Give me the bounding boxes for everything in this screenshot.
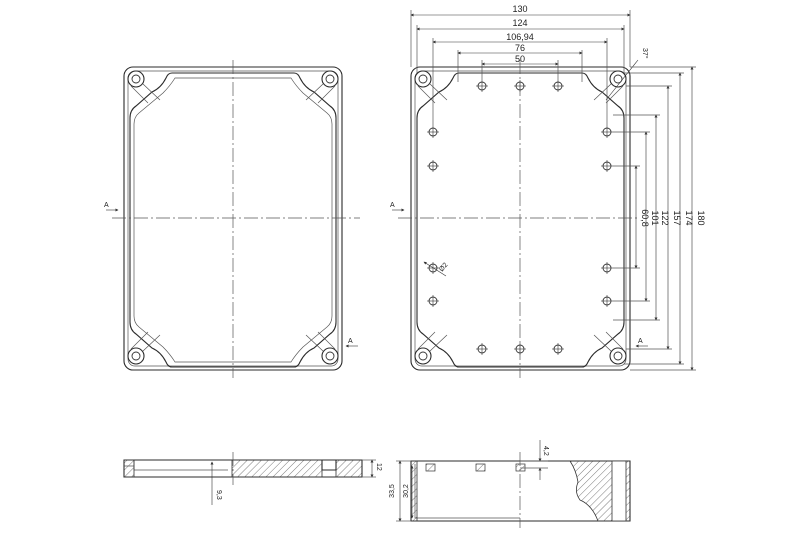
vertical-dimensions: 180 174 157 122 101 60,8 Ø2: [423, 66, 706, 371]
right-section-view: 33,5 30,2 4,2: [389, 440, 631, 528]
dim-angle-37: 37°: [641, 48, 649, 59]
section-marker-left-b: A: [348, 338, 353, 345]
right-plan-view: A A 130 124 106,94 76 50 37: [390, 4, 706, 378]
dim-hole-diameter: Ø2: [438, 262, 449, 274]
mounting-hole: [427, 295, 439, 307]
dim-130: 130: [512, 4, 527, 14]
corner-boss-br-r: [593, 331, 627, 365]
dim-157: 157: [672, 210, 682, 225]
corner-boss-br: [305, 331, 339, 365]
mounting-hole: [476, 80, 488, 92]
left-plan-view: A A: [104, 60, 360, 378]
mounting-hole: [601, 126, 613, 138]
corner-boss-tr: [305, 70, 339, 104]
dim-106-94: 106,94: [506, 32, 534, 42]
corner-boss-bl: [127, 331, 161, 365]
corner-boss-bl-r: [414, 331, 448, 365]
left-section-view: 12 9,3: [123, 452, 382, 505]
dim-174: 174: [684, 210, 694, 225]
section-marker-right-b: A: [638, 338, 643, 345]
section-marker-right: A: [390, 202, 395, 209]
dim-124: 124: [512, 18, 527, 28]
mounting-hole: [552, 343, 564, 355]
section-marker-left: A: [104, 202, 109, 209]
mounting-hole: [552, 80, 564, 92]
corner-boss-tr-r: [593, 70, 627, 104]
dim-33-5: 33,5: [389, 484, 396, 498]
mounting-holes: [427, 80, 613, 355]
dim-4-2: 4,2: [542, 446, 549, 456]
corner-boss-tl: [127, 70, 161, 104]
mounting-hole: [427, 126, 439, 138]
dim-180: 180: [696, 210, 706, 225]
dim-122: 122: [660, 210, 670, 225]
dim-9-3: 9,3: [215, 490, 222, 500]
dim-101: 101: [650, 210, 660, 225]
corner-boss-tl-r: [414, 70, 448, 104]
dim-76: 76: [515, 43, 525, 53]
mounting-hole: [601, 160, 613, 172]
dim-12: 12: [375, 463, 382, 471]
mounting-hole: [427, 160, 439, 172]
dim-30-2: 30,2: [403, 484, 410, 498]
dim-50: 50: [515, 54, 525, 64]
mounting-hole: [476, 343, 488, 355]
mounting-hole: [601, 262, 613, 274]
dim-60-8: 60,8: [640, 209, 650, 227]
mounting-hole: [601, 295, 613, 307]
horizontal-dimensions: 130 124 106,94 76 50 37°: [410, 4, 649, 126]
